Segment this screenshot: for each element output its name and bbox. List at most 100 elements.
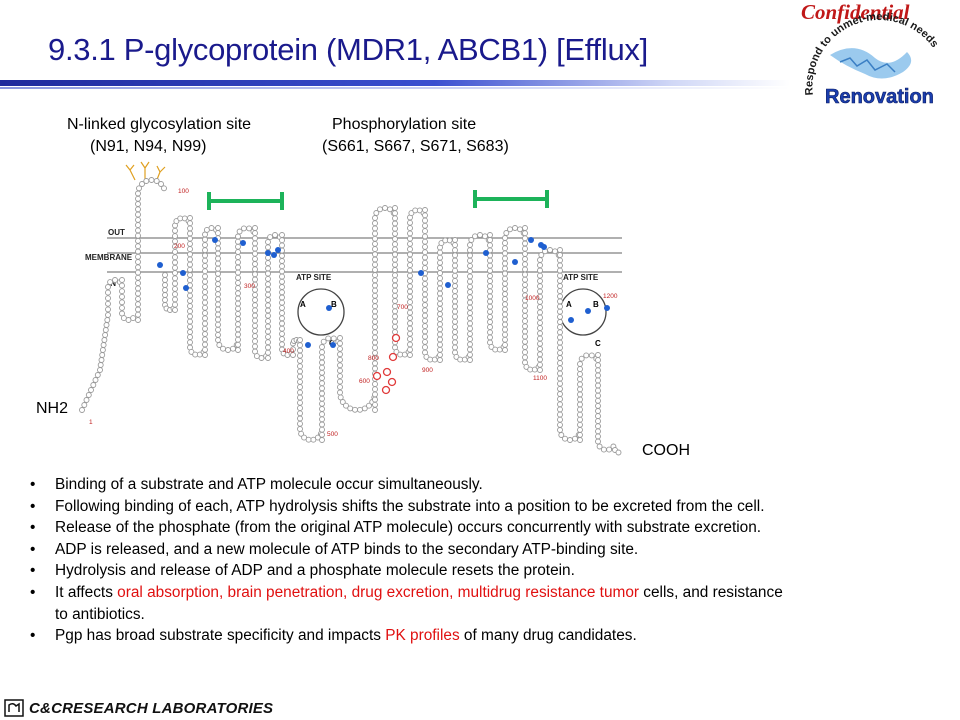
atp-site-circle-2 bbox=[559, 288, 607, 336]
residue-bead bbox=[215, 260, 221, 267]
residue-bead bbox=[135, 285, 141, 292]
residue-bead bbox=[279, 320, 285, 327]
residue-bead bbox=[202, 242, 208, 248]
residue-bead bbox=[557, 298, 563, 305]
conserved-residue bbox=[157, 262, 163, 268]
residue-bead bbox=[502, 326, 508, 333]
residue-bead bbox=[97, 362, 104, 368]
residue-bead bbox=[202, 336, 208, 343]
residue-bead bbox=[215, 255, 221, 262]
residue-bead bbox=[577, 386, 583, 393]
residue-bead bbox=[595, 382, 601, 389]
residue-bead bbox=[215, 316, 221, 323]
residue-bead bbox=[297, 363, 303, 370]
residue-bead bbox=[557, 396, 563, 403]
residue-bead bbox=[487, 283, 493, 290]
residue-bead bbox=[422, 291, 428, 298]
residue-bead bbox=[265, 307, 271, 314]
residue-bead bbox=[422, 233, 428, 240]
bullet-item: •It affects oral absorption, brain penet… bbox=[30, 583, 783, 623]
residue-bead bbox=[487, 313, 493, 320]
residue-bead bbox=[467, 294, 473, 301]
residue-bead bbox=[547, 247, 553, 253]
residue-bead bbox=[595, 367, 601, 374]
residue-bead bbox=[522, 256, 528, 262]
residue-bead bbox=[202, 278, 208, 285]
residue-bead bbox=[557, 385, 563, 392]
bullet-item: •ADP is released, and a new molecule of … bbox=[30, 540, 639, 558]
atp-a-label-2: A bbox=[566, 300, 572, 309]
residue-bead bbox=[537, 356, 543, 363]
residue-bead bbox=[279, 330, 285, 337]
residue-bead bbox=[99, 347, 106, 353]
residue-bead bbox=[187, 292, 193, 299]
residue-bead bbox=[595, 438, 601, 445]
residue-bead bbox=[279, 304, 285, 311]
residue-bead bbox=[577, 431, 583, 438]
residue-bead bbox=[577, 366, 583, 373]
residue-bead bbox=[337, 384, 343, 391]
residue-bead bbox=[158, 181, 164, 187]
residue-bead bbox=[537, 304, 543, 311]
residue-bead bbox=[557, 303, 563, 310]
residue-bead bbox=[135, 232, 141, 239]
residue-bead bbox=[279, 268, 285, 275]
residue-bead bbox=[252, 338, 258, 345]
residue-bead bbox=[537, 330, 543, 337]
residue-bead bbox=[215, 337, 221, 343]
residue-bead bbox=[252, 291, 258, 298]
phosphorylation-label: Phosphorylation site bbox=[332, 116, 477, 133]
residue-bead bbox=[215, 275, 221, 282]
residue-bead bbox=[537, 272, 543, 279]
residue-bead bbox=[347, 405, 354, 412]
residue-bead bbox=[567, 437, 573, 443]
residue-number: 1100 bbox=[533, 375, 547, 382]
residue-bead bbox=[135, 280, 141, 287]
residue-bead bbox=[225, 347, 231, 353]
residue-bead bbox=[215, 326, 221, 333]
residue-bead bbox=[107, 279, 114, 286]
residue-bead bbox=[215, 311, 221, 318]
residue-bead bbox=[502, 275, 508, 282]
conserved-residue bbox=[445, 282, 451, 288]
residue-bead bbox=[467, 346, 473, 353]
residue-bead bbox=[235, 233, 241, 240]
residue-bead bbox=[522, 281, 528, 288]
residue-bead bbox=[135, 317, 141, 323]
residue-bead bbox=[172, 264, 178, 271]
residue-bead bbox=[372, 235, 378, 242]
residue-bead bbox=[595, 423, 601, 430]
residue-bead bbox=[252, 266, 258, 273]
residue-bead bbox=[577, 426, 583, 433]
residue-bead bbox=[467, 304, 473, 311]
residue-bead bbox=[557, 406, 563, 413]
residue-bead bbox=[202, 331, 208, 337]
residue-bead bbox=[337, 351, 343, 358]
residue-bead bbox=[452, 257, 458, 264]
residue-bead bbox=[135, 301, 141, 308]
residue-bead bbox=[372, 313, 378, 320]
confidential-mark: Confidential bbox=[801, 0, 910, 24]
residue-bead bbox=[502, 306, 508, 313]
residue-bead bbox=[595, 413, 601, 420]
residue-bead bbox=[187, 303, 193, 310]
residue-bead bbox=[437, 270, 443, 277]
residue-bead bbox=[372, 215, 378, 221]
glycosylation-sites: (N91, N94, N99) bbox=[90, 138, 207, 155]
residue-bead bbox=[537, 278, 543, 284]
residue-bead bbox=[172, 285, 178, 292]
residue-bead bbox=[615, 449, 622, 456]
residue-bead bbox=[422, 286, 428, 293]
residue-bead bbox=[487, 288, 493, 295]
phospho-site-icon bbox=[387, 377, 397, 387]
residue-bead bbox=[172, 254, 178, 261]
residue-bead bbox=[467, 262, 473, 269]
residue-bead bbox=[215, 291, 221, 298]
residue-bead bbox=[562, 435, 568, 442]
residue-bead bbox=[502, 301, 508, 308]
residue-bead bbox=[557, 365, 563, 372]
residue-bead bbox=[522, 333, 528, 340]
residue-bead bbox=[252, 302, 258, 309]
residue-bead bbox=[522, 230, 528, 237]
residue-bead bbox=[372, 298, 378, 304]
